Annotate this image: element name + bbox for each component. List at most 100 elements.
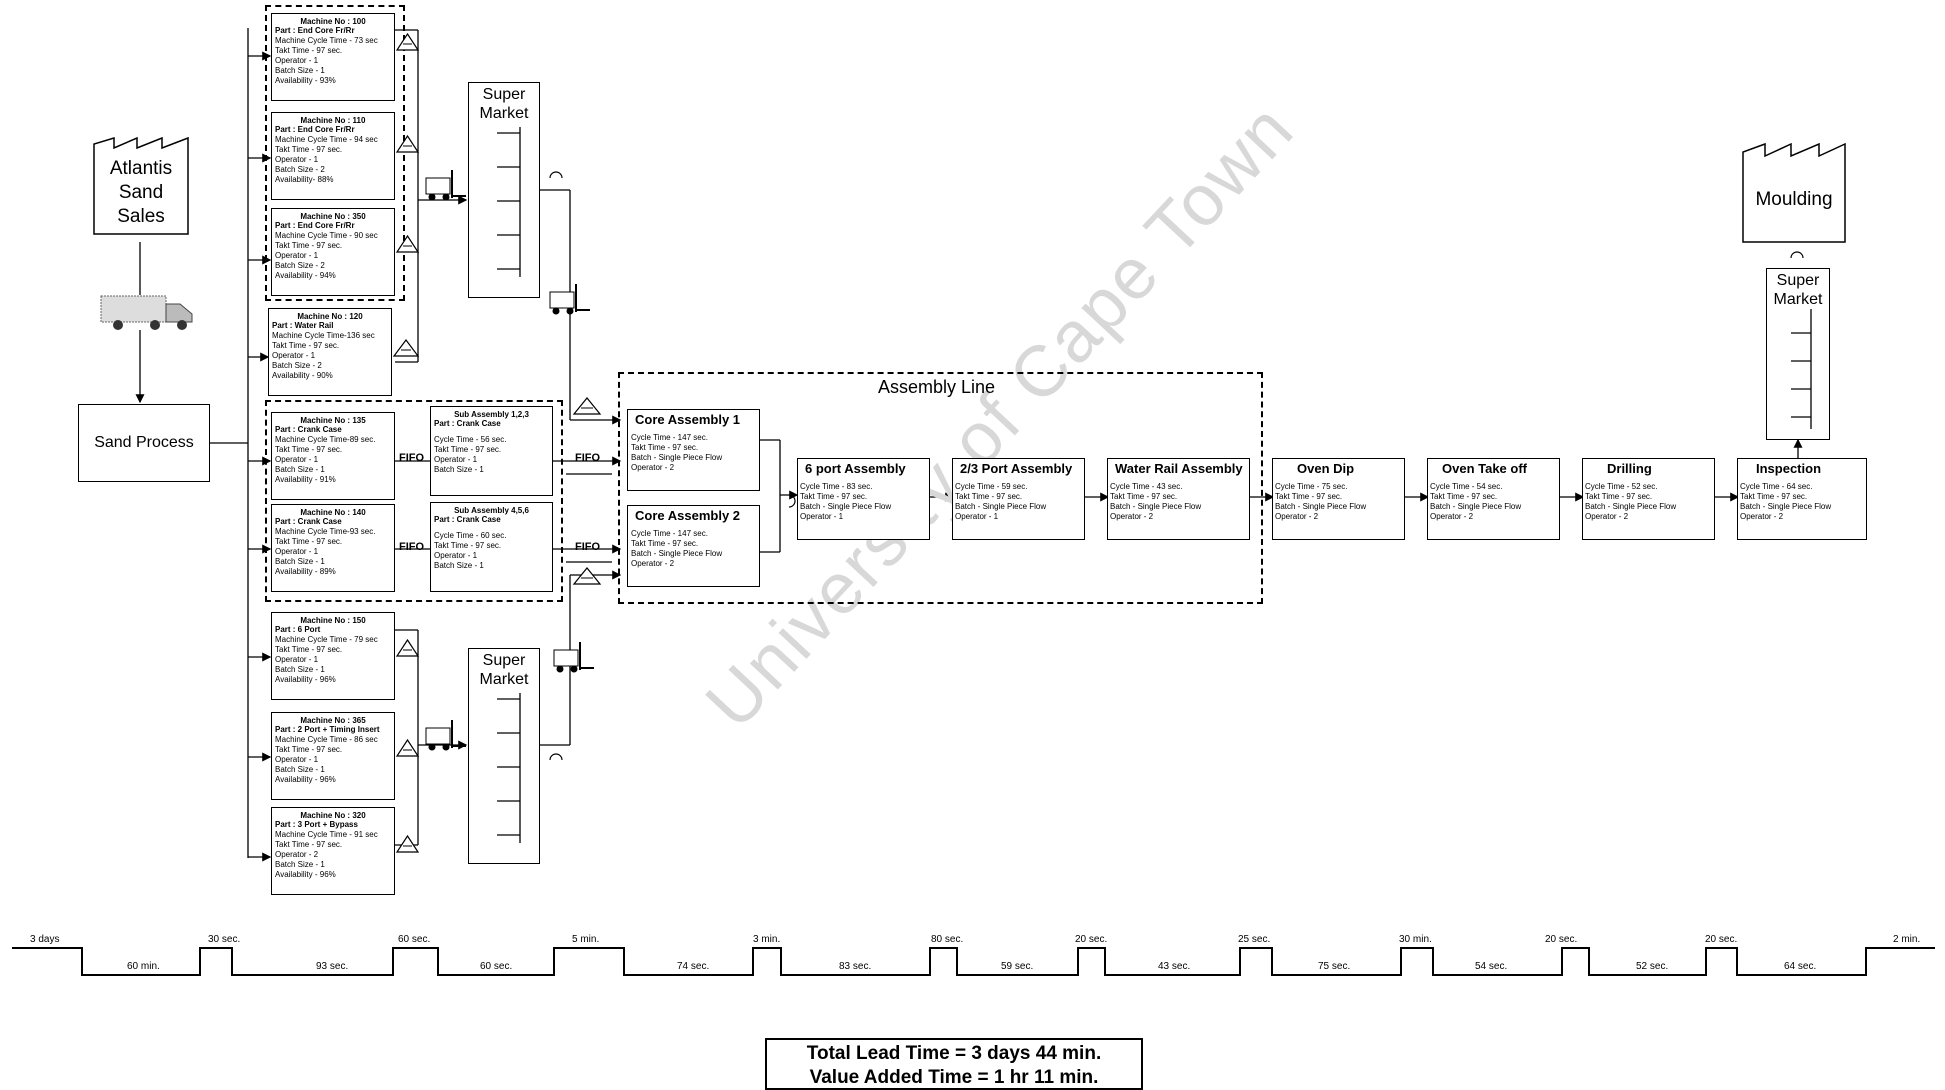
sub-assembly-part: Part : Crank Case <box>434 419 549 429</box>
process-line: Cycle Time - 147 sec. <box>631 433 759 443</box>
process-line: Cycle Time - 54 sec. <box>1430 482 1559 492</box>
process-line: Takt Time - 97 sec. <box>1740 492 1866 502</box>
sub-assembly-123: Sub Assembly 1,2,3 Part : Crank Case Cyc… <box>430 406 553 496</box>
process-oven-take-off: Oven Take off Cycle Time - 54 sec. Takt … <box>1427 458 1560 540</box>
process-line: Operator - 2 <box>631 463 759 473</box>
fifo-label: FIFO <box>399 541 424 553</box>
process-title: Core Assembly 1 <box>635 412 759 427</box>
supermarket-upper: Super Market <box>468 82 540 298</box>
timeline-process: 64 sec. <box>1784 961 1816 972</box>
process-line: Cycle Time - 147 sec. <box>631 529 759 539</box>
process-line: Batch - Single Piece Flow <box>1430 502 1559 512</box>
timeline-wait: 20 sec. <box>1545 934 1577 945</box>
process-line: Batch - Single Piece Flow <box>800 502 929 512</box>
sub-assembly-line: Cycle Time - 56 sec. <box>434 435 549 445</box>
process-line: Batch - Single Piece Flow <box>955 502 1084 512</box>
process-line: Operator - 2 <box>1740 512 1866 522</box>
forklift-icon <box>548 282 592 316</box>
process-line: Batch - Single Piece Flow <box>1110 502 1249 512</box>
supermarket-lower: Super Market <box>468 648 540 864</box>
supermarket-label: Super Market <box>469 83 539 123</box>
process-line: Batch - Single Piece Flow <box>1275 502 1404 512</box>
timeline-process: 83 sec. <box>839 961 871 972</box>
timeline-wait: 25 sec. <box>1238 934 1270 945</box>
process-water-rail-assembly: Water Rail Assembly Cycle Time - 43 sec.… <box>1107 458 1250 540</box>
process-title: 6 port Assembly <box>805 461 929 476</box>
fifo-label: FIFO <box>575 452 600 464</box>
process-line: Operator - 2 <box>631 559 759 569</box>
process-line: Batch - Single Piece Flow <box>631 453 759 463</box>
moulding-label: Moulding <box>1741 188 1847 212</box>
process-line: Operator - 2 <box>1430 512 1559 522</box>
process-line: Takt Time - 97 sec. <box>955 492 1084 502</box>
process-title: Inspection <box>1756 461 1866 476</box>
sub-assembly-456: Sub Assembly 4,5,6 Part : Crank Case Cyc… <box>430 502 553 592</box>
forklift-icon <box>424 168 468 202</box>
process-inspection: Inspection Cycle Time - 64 sec. Takt Tim… <box>1737 458 1867 540</box>
core-assembly-1: Core Assembly 1 Cycle Time - 147 sec. Ta… <box>627 409 760 491</box>
core-assembly-2: Core Assembly 2 Cycle Time - 147 sec. Ta… <box>627 505 760 587</box>
supermarket-label: Super Market <box>1767 269 1829 309</box>
supermarket-label: Super Market <box>469 649 539 689</box>
process-line: Cycle Time - 59 sec. <box>955 482 1084 492</box>
process-line: Takt Time - 97 sec. <box>800 492 929 502</box>
timeline-wait: 3 min. <box>753 934 780 945</box>
sub-assembly-title: Sub Assembly 1,2,3 <box>434 410 549 419</box>
supermarket-shelves <box>487 127 523 287</box>
process-title: Core Assembly 2 <box>635 508 759 523</box>
process-title: Water Rail Assembly <box>1115 461 1249 476</box>
timeline-process: 52 sec. <box>1636 961 1668 972</box>
process-line: Cycle Time - 64 sec. <box>1740 482 1866 492</box>
sub-assembly-title: Sub Assembly 4,5,6 <box>434 506 549 515</box>
sub-assembly-line: Batch Size - 1 <box>434 561 549 571</box>
process-line: Batch - Single Piece Flow <box>631 549 759 559</box>
timeline-process: 43 sec. <box>1158 961 1190 972</box>
timeline-process: 54 sec. <box>1475 961 1507 972</box>
process-title: 2/3 Port Assembly <box>960 461 1084 476</box>
process-line: Batch - Single Piece Flow <box>1585 502 1714 512</box>
supermarket-shelves <box>487 693 523 853</box>
process-line: Cycle Time - 83 sec. <box>800 482 929 492</box>
timeline-process: 75 sec. <box>1318 961 1350 972</box>
assembly-line-title: Assembly Line <box>878 377 995 398</box>
value-added-time: Value Added Time = 1 hr 11 min. <box>767 1066 1141 1090</box>
process-line: Operator - 2 <box>1585 512 1714 522</box>
process-2-3-port-assembly: 2/3 Port Assembly Cycle Time - 59 sec. T… <box>952 458 1085 540</box>
process-title: Drilling <box>1607 461 1714 476</box>
total-lead-time: Total Lead Time = 3 days 44 min. <box>767 1042 1141 1066</box>
process-line: Takt Time - 97 sec. <box>1585 492 1714 502</box>
process-line: Takt Time - 97 sec. <box>1110 492 1249 502</box>
timeline-process: 60 min. <box>127 961 160 972</box>
fifo-label: FIFO <box>399 452 424 464</box>
sub-assembly-line: Takt Time - 97 sec. <box>434 445 549 455</box>
forklift-icon <box>424 718 468 752</box>
process-line: Takt Time - 97 sec. <box>1430 492 1559 502</box>
totals-box: Total Lead Time = 3 days 44 min. Value A… <box>765 1038 1143 1090</box>
process-line: Cycle Time - 75 sec. <box>1275 482 1404 492</box>
sub-assembly-part: Part : Crank Case <box>434 515 549 525</box>
sub-assembly-line: Batch Size - 1 <box>434 465 549 475</box>
process-title: Oven Dip <box>1297 461 1404 476</box>
process-line: Takt Time - 97 sec. <box>1275 492 1404 502</box>
fifo-label: FIFO <box>575 541 600 553</box>
process-line: Cycle Time - 43 sec. <box>1110 482 1249 492</box>
supermarket-shelves <box>1783 309 1815 433</box>
timeline-wait: 30 min. <box>1399 934 1432 945</box>
timeline-wait: 20 sec. <box>1075 934 1107 945</box>
supermarket-moulding: Super Market <box>1766 268 1830 440</box>
timeline-wait: 3 days <box>30 934 59 945</box>
timeline-process: 74 sec. <box>677 961 709 972</box>
timeline-wait: 30 sec. <box>208 934 240 945</box>
process-line: Operator - 1 <box>800 512 929 522</box>
process-line: Takt Time - 97 sec. <box>631 539 759 549</box>
process-line: Takt Time - 97 sec. <box>631 443 759 453</box>
process-line: Operator - 2 <box>1110 512 1249 522</box>
sub-assembly-line: Operator - 1 <box>434 551 549 561</box>
timeline-process: 60 sec. <box>480 961 512 972</box>
timeline-wait: 5 min. <box>572 934 599 945</box>
timeline-wait: 2 min. <box>1893 934 1920 945</box>
process-title: Oven Take off <box>1442 461 1559 476</box>
process-line: Operator - 2 <box>1275 512 1404 522</box>
sub-assembly-line: Takt Time - 97 sec. <box>434 541 549 551</box>
